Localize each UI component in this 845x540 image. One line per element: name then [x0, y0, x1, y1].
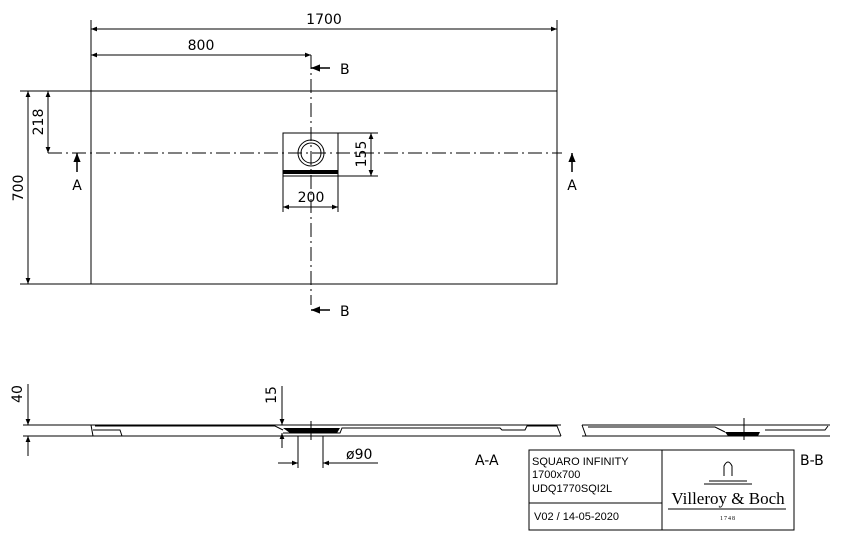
dim-height: 40 [10, 385, 26, 403]
dim-drain-box-width: 200 [298, 190, 325, 206]
drain-circle-outer [297, 139, 325, 167]
section-marker-b-top: B [340, 62, 350, 78]
section-b-b: B-B [581, 418, 830, 469]
brand-name: Villeroy & Boch [671, 489, 785, 508]
version-date: V02 / 14-05-2020 [534, 511, 619, 523]
title-block: SQUARO INFINITY 1700x700 UDQ1770SQI2L V0… [528, 449, 795, 531]
section-label-aa: A-A [475, 453, 499, 469]
dim-total-length: 1700 [306, 12, 342, 28]
section-marker-b-bottom: B [340, 304, 350, 320]
drain-box [282, 132, 339, 177]
dim-drain-offset-x: 800 [188, 38, 215, 54]
dim-drain-offset-y: 218 [31, 109, 47, 136]
tray-outline [90, 90, 558, 285]
dim-total-width: 700 [11, 175, 27, 202]
product-name: SQUARO INFINITY [532, 456, 629, 468]
section-marker-a-right: A [567, 178, 577, 194]
section-a-a: 40 15 ø90 A-A [10, 384, 562, 469]
brand-logo-icon: Villeroy & Boch 1748 [668, 461, 786, 522]
section-label-bb: B-B [800, 453, 824, 469]
brand-year: 1748 [720, 516, 736, 522]
drain-circle-inner [300, 142, 322, 164]
product-size: 1700x700 [532, 469, 580, 481]
dim-drain-depth: 15 [264, 386, 280, 404]
top-view: 1700 800 700 218 200 155 A A B B [11, 12, 577, 320]
section-marker-a-left: A [72, 178, 82, 194]
article-number: UDQ1770SQI2L [532, 483, 612, 495]
dim-drain-box-height: 155 [354, 141, 370, 168]
dim-drain-diameter: ø90 [346, 447, 372, 463]
